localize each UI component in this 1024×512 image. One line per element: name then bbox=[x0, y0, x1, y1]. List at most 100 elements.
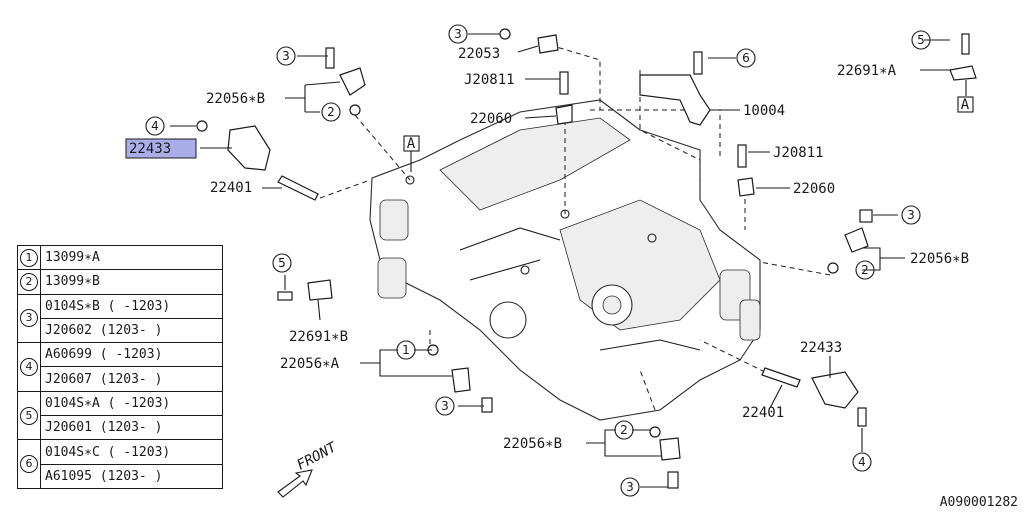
spark-plug-right bbox=[761, 367, 801, 388]
sensor-22060-top bbox=[555, 104, 573, 125]
svg-text:A: A bbox=[407, 136, 416, 152]
svg-text:6: 6 bbox=[742, 51, 750, 65]
legend-num-5: 5 bbox=[20, 406, 38, 425]
sensor-22053 bbox=[537, 34, 559, 54]
legend-num-4: 4 bbox=[20, 357, 38, 376]
legend-row-5a: 5 0104S∗A ( -1203) bbox=[17, 390, 223, 441]
label-22691a: 22691∗A bbox=[837, 63, 897, 79]
label-j20811-top: J20811 bbox=[464, 72, 515, 88]
bracket-22691a bbox=[949, 65, 977, 81]
callout-2-right: 2 bbox=[855, 260, 875, 280]
callout-5-left: 5 bbox=[272, 253, 292, 273]
legend-part-2: 13099∗B bbox=[40, 269, 223, 295]
label-22056b-bottom: 22056∗B bbox=[503, 436, 562, 452]
sensor-b-right bbox=[844, 227, 869, 253]
label-10004: 10004 bbox=[743, 103, 785, 119]
callout-5-top-right: 5 bbox=[911, 30, 931, 50]
callout-3-right: 3 bbox=[901, 205, 921, 225]
front-label: FRONT bbox=[294, 439, 340, 474]
bracket-10004 bbox=[639, 74, 711, 126]
bolt-j20811-top bbox=[559, 71, 569, 95]
legend-part-5a: 0104S∗A ( -1203) bbox=[40, 390, 223, 417]
label-22401-right: 22401 bbox=[742, 405, 784, 421]
svg-text:5: 5 bbox=[278, 256, 286, 270]
svg-text:4: 4 bbox=[858, 455, 866, 469]
legend-row-1: 1 13099∗A bbox=[17, 244, 223, 271]
callout-2-bottom: 2 bbox=[614, 420, 634, 440]
svg-text:3: 3 bbox=[907, 208, 915, 222]
legend-row-6a: 6 0104S∗C ( -1203) bbox=[17, 439, 223, 489]
svg-text:2: 2 bbox=[620, 423, 628, 437]
callout-3-top: 3 bbox=[448, 24, 468, 44]
label-22056b-top-left: 22056∗B bbox=[206, 91, 265, 107]
diagram-code: A090001282 bbox=[939, 495, 1018, 510]
svg-text:5: 5 bbox=[917, 33, 925, 47]
legend-row-4b: J20607 (1203- ) bbox=[18, 366, 223, 392]
label-22691b: 22691∗B bbox=[289, 329, 348, 345]
callout-4-right: 4 bbox=[852, 452, 872, 472]
ref-box-a-bracket: A bbox=[957, 96, 974, 113]
callout-4-left: 4 bbox=[145, 116, 165, 136]
callout-6: 6 bbox=[736, 48, 756, 68]
svg-text:2: 2 bbox=[327, 105, 335, 119]
legend-part-4b: J20607 (1203- ) bbox=[40, 366, 223, 392]
legend-row-3a: 3 0104S∗B ( -1203) bbox=[17, 293, 223, 344]
part-labels: 22433 22056∗B 22401 22053 J20811 22060 1… bbox=[129, 46, 969, 452]
label-22060-top: 22060 bbox=[470, 111, 512, 127]
label-22053: 22053 bbox=[458, 46, 500, 62]
label-leaders bbox=[170, 33, 967, 488]
sensor-22060-right bbox=[737, 177, 755, 197]
legend-num-6: 6 bbox=[20, 455, 38, 474]
legend-num-1: 1 bbox=[20, 248, 38, 267]
bolt-j20811-right bbox=[737, 144, 747, 168]
legend-part-6b: A61095 (1203- ) bbox=[40, 463, 223, 490]
sensor-b-top-left bbox=[339, 67, 366, 96]
callout-3-bottom-left: 3 bbox=[435, 396, 455, 416]
sensor-a bbox=[451, 367, 471, 393]
legend-part-1: 13099∗A bbox=[40, 244, 223, 271]
legend-part-3a: 0104S∗B ( -1203) bbox=[40, 293, 223, 319]
label-22433-right: 22433 bbox=[800, 340, 842, 356]
legend-row-3b: J20602 (1203- ) bbox=[18, 317, 223, 344]
svg-text:3: 3 bbox=[454, 27, 462, 41]
engine-block bbox=[369, 99, 761, 421]
svg-text:3: 3 bbox=[626, 480, 634, 494]
legend-num-3: 3 bbox=[20, 309, 38, 328]
legend-row-2: 2 13099∗B bbox=[17, 269, 223, 295]
legend-part-4a: A60699 ( -1203) bbox=[40, 342, 223, 368]
svg-text:4: 4 bbox=[151, 119, 159, 133]
legend-part-6a: 0104S∗C ( -1203) bbox=[40, 439, 223, 465]
svg-text:3: 3 bbox=[441, 399, 449, 413]
legend-row-6b: A61095 (1203- ) bbox=[18, 463, 223, 490]
label-22056b-right: 22056∗B bbox=[910, 251, 969, 267]
front-arrow: FRONT bbox=[277, 439, 340, 498]
ref-box-a-engine: A bbox=[403, 135, 420, 172]
legend-num-2: 2 bbox=[20, 272, 38, 291]
bracket-22691b bbox=[307, 279, 333, 301]
legend-table: 1 13099∗A 2 13099∗B 3 0104S∗B ( -1203) J… bbox=[17, 244, 223, 490]
svg-text:2: 2 bbox=[861, 263, 869, 277]
svg-text:1: 1 bbox=[402, 343, 410, 357]
spark-plug-left bbox=[277, 175, 319, 201]
callout-1: 1 bbox=[396, 340, 416, 360]
label-j20811-right: J20811 bbox=[773, 145, 824, 161]
ignition-coil-right bbox=[811, 371, 859, 409]
parts bbox=[196, 28, 977, 489]
callout-3-bottom: 3 bbox=[620, 477, 640, 497]
ignition-coil-left bbox=[227, 125, 271, 171]
legend-part-3b: J20602 (1203- ) bbox=[40, 317, 223, 344]
callout-circles: 3 2 4 3 6 5 3 2 5 1 3 2 4 3 bbox=[145, 24, 931, 497]
label-22060-right: 22060 bbox=[793, 181, 835, 197]
label-22056a: 22056∗A bbox=[280, 356, 340, 372]
sensor-b-bottom bbox=[659, 437, 681, 461]
label-22433-left: 22433 bbox=[129, 141, 171, 157]
callout-2-top-left: 2 bbox=[321, 102, 341, 122]
svg-text:3: 3 bbox=[282, 49, 290, 63]
dashed-leaders bbox=[319, 44, 831, 411]
svg-text:A: A bbox=[961, 97, 970, 113]
legend-row-5b: J20601 (1203- ) bbox=[18, 415, 223, 441]
label-22401-left: 22401 bbox=[210, 180, 252, 196]
highlight-22433 bbox=[125, 138, 197, 159]
legend-row-4a: 4 A60699 ( -1203) bbox=[17, 342, 223, 392]
